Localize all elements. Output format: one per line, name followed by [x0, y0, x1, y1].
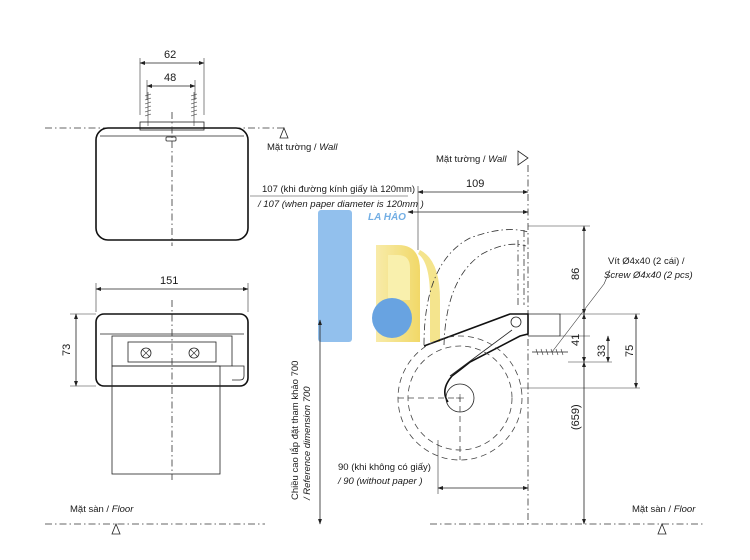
floor-triangle-icon — [111, 522, 121, 535]
ref-height-vi: Chiều cao lắp đặt tham khảo 700 — [290, 361, 301, 500]
note-screw-vi: Vít Ø4x40 (2 cái) / — [608, 256, 685, 267]
screw-icon — [144, 92, 198, 126]
note-107-vi: 107 (khi đường kính giấy là 120mm) — [262, 184, 415, 195]
wall-label-right: Mặt tường / Wall — [436, 154, 507, 165]
front-view: 151 73 — [61, 275, 249, 480]
dim-86: 86 — [570, 268, 582, 280]
dim-33: 33 — [596, 345, 608, 357]
note-90-en: / 90 (without paper ) — [337, 476, 423, 487]
dim-659: (659) — [570, 404, 582, 430]
floor-triangle-right-icon — [657, 522, 667, 535]
wall-label-left: Mặt tường / Wall — [267, 142, 338, 153]
floor-label-vi: Mặt sàn / Floor — [70, 504, 134, 515]
dim-41: 41 — [570, 334, 582, 346]
dim-109: 109 — [466, 178, 484, 190]
dim-75: 75 — [624, 345, 636, 357]
dim-62: 62 — [164, 49, 176, 61]
dim-151: 151 — [160, 275, 178, 287]
dim-73: 73 — [61, 344, 73, 356]
wall-triangle-right-icon — [517, 150, 529, 166]
wall-triangle-icon — [279, 126, 289, 139]
note-screw-en: Screw Ø4x40 (2 pcs) — [604, 270, 693, 281]
ref-height-en: / Reference dimension 700 — [302, 386, 313, 501]
top-view: 62 48 — [45, 49, 289, 246]
reference-height: Chiều cao lắp đặt tham khảo 700 / Refere… — [290, 319, 322, 525]
dim-48: 48 — [164, 72, 176, 84]
note-90-vi: 90 (khi không có giấy) — [338, 462, 431, 473]
watermark-logo: LA HÀO — [318, 210, 440, 342]
note-107-en: / 107 (when paper diameter is 120mm ) — [257, 199, 424, 210]
floor-label-right: Mặt sàn / Floor — [632, 504, 696, 515]
right-floor: Mặt sàn / Floor — [430, 504, 705, 535]
left-floor: Mặt sàn / Floor — [45, 504, 265, 535]
side-view: Mặt tường / Wall 109 107 (khi đường kính… — [250, 150, 693, 525]
watermark-text: LA HÀO — [368, 210, 406, 223]
